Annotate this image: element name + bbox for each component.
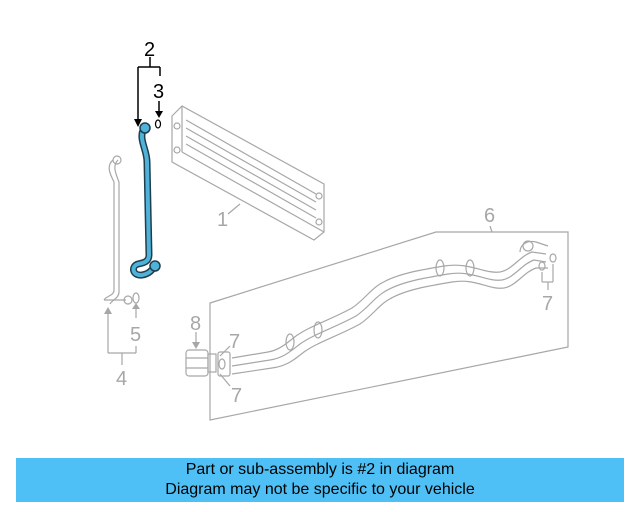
info-banner: Part or sub-assembly is #2 in diagram Di… (16, 458, 624, 502)
o-ring-7-upper-right (549, 253, 557, 263)
o-ring-5 (132, 292, 140, 304)
o-ring-3 (154, 119, 162, 129)
cooler-line-4 (103, 155, 133, 305)
callout-6-label: 6 (484, 205, 495, 227)
callout-5-label: 5 (130, 324, 141, 346)
cooler-line-2-highlighted (130, 122, 161, 279)
callout-8-arrowhead (192, 342, 200, 349)
callout-5-arrowhead (132, 303, 140, 309)
callout-4-bracket (107, 312, 137, 365)
callout-1-leader (227, 203, 241, 215)
callout-7-top-leader (219, 345, 231, 357)
callout-2-label: 2 (144, 39, 155, 61)
fitting-8 (185, 349, 217, 377)
callout-7-right-bracket (541, 264, 554, 290)
sub-assembly-6-panel (209, 231, 569, 421)
callout-2-arrowhead (134, 119, 142, 127)
callout-4-label: 4 (116, 368, 127, 390)
callout-4-arrowhead (104, 307, 112, 314)
banner-line-1: Part or sub-assembly is #2 in diagram (185, 461, 455, 478)
banner-line-2: Diagram may not be specific to your vehi… (165, 481, 475, 498)
callout-2-bracket (137, 57, 161, 122)
cooler-tube-assembly (217, 240, 549, 377)
callout-8-label: 8 (190, 313, 201, 335)
oil-cooler-1 (171, 105, 325, 241)
callout-7-top-label: 7 (229, 331, 240, 353)
o-ring-7-left (218, 358, 226, 370)
callout-7-bottom-leader (219, 373, 231, 387)
callout-7-right-label: 7 (542, 293, 553, 315)
callout-3-label: 3 (153, 81, 164, 103)
callout-6-leader (489, 225, 493, 233)
callout-1-label: 1 (217, 209, 228, 231)
callout-3-arrowhead (155, 111, 163, 118)
o-ring-7-upper-left (538, 261, 546, 271)
callout-7-bottom-label: 7 (231, 385, 242, 407)
parts-diagram: 2 3 1 4 (103, 39, 569, 421)
